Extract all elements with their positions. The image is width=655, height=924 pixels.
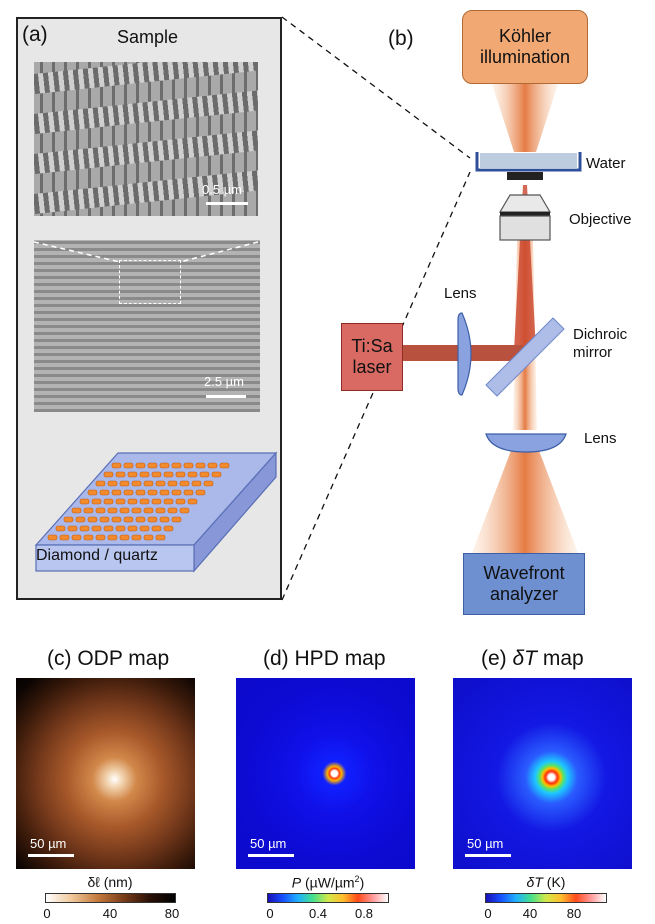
panel-b-label: (b) <box>388 27 414 50</box>
hpd-colorbar-label: P (µW/µm2) <box>292 874 364 891</box>
kohler-illumination-label: Köhler illumination <box>479 26 571 67</box>
hpd-tick-0: 0 <box>266 906 274 921</box>
dt-colorbar-symbol: δT <box>526 874 543 890</box>
dt-colorbar-unit: (K) <box>542 874 566 890</box>
hpd-tick-2: 0.8 <box>354 906 374 921</box>
tisa-laser-label: Ti:Sa laser <box>351 336 393 377</box>
dt-tick-0: 0 <box>484 906 492 921</box>
water-label: Water <box>586 155 626 172</box>
dt-tick-1: 40 <box>522 906 538 921</box>
odp-map-image: 50 µm <box>16 678 195 869</box>
lens-top-label: Lens <box>444 285 477 302</box>
scale-label-top: 0.5 µm <box>202 182 243 197</box>
panel-c-label: (c) <box>47 647 72 670</box>
kohler-illumination-box: Köhler illumination <box>462 10 588 84</box>
panel-e-symbol: δT <box>512 647 538 670</box>
odp-tick-0: 0 <box>43 906 51 921</box>
panel-e-map-title: map <box>537 647 584 670</box>
dt-colorbar-label: δT (K) <box>527 874 566 890</box>
dt-tick-2: 80 <box>566 906 582 921</box>
hpd-colorbar-unit: (µW/µm <box>301 874 355 891</box>
dt-scale-bar <box>465 854 511 857</box>
dt-map-image: 50 µm <box>453 678 632 869</box>
hpd-tick-1: 0.4 <box>308 906 328 921</box>
odp-scale-bar <box>28 854 74 857</box>
panel-a-label: (a) <box>22 23 48 46</box>
hpd-colorbar-sup: 2 <box>354 874 360 884</box>
objective-label: Objective <box>569 211 632 228</box>
scale-label-bottom: 2.5 µm <box>204 374 245 389</box>
tisa-laser-box: Ti:Sa laser <box>341 323 403 391</box>
odp-tick-1: 40 <box>102 906 118 921</box>
panel-d-map-title: HPD map <box>294 647 386 670</box>
wavefront-analyzer-box: Wavefront analyzer <box>463 553 585 615</box>
dichroic-mirror-label: Dichroic mirror <box>573 326 628 361</box>
sample-title: Sample <box>117 27 179 47</box>
dt-colorbar <box>485 893 607 903</box>
lens-bottom-label: Lens <box>584 430 617 447</box>
panel-e-label: (e) <box>481 647 507 670</box>
odp-colorbar-label: δℓ (nm) <box>87 874 133 890</box>
hpd-map-image: 50 µm <box>236 678 415 869</box>
sem-image-zoomed: 0.5 µm <box>34 62 258 216</box>
panel-d-label: (d) <box>263 647 289 670</box>
panel-e-title: (e) δT map <box>481 647 584 671</box>
substrate-label: Diamond / quartz <box>36 547 158 564</box>
odp-tick-2: 80 <box>164 906 180 921</box>
wavefront-analyzer-label: Wavefront analyzer <box>483 563 565 604</box>
substrate-block <box>34 451 278 573</box>
odp-colorbar <box>45 893 176 903</box>
panel-c-map-title: ODP map <box>77 647 170 670</box>
panel-c-title: (c) ODP map <box>47 647 169 671</box>
hpd-scale-bar <box>248 854 294 857</box>
hpd-colorbar <box>267 893 389 903</box>
hpd-colorbar-symbol: P <box>291 874 302 891</box>
zoom-region-box <box>119 260 181 304</box>
hpd-scale-label: 50 µm <box>250 836 287 851</box>
sem-image-overview: 2.5 µm <box>34 240 260 412</box>
scale-bar-bottom <box>206 395 246 398</box>
odp-scale-label: 50 µm <box>30 836 67 851</box>
scale-bar-top <box>206 202 248 205</box>
panel-d-title: (d) HPD map <box>263 647 386 671</box>
hpd-colorbar-end: ) <box>359 874 365 891</box>
dt-scale-label: 50 µm <box>467 836 504 851</box>
